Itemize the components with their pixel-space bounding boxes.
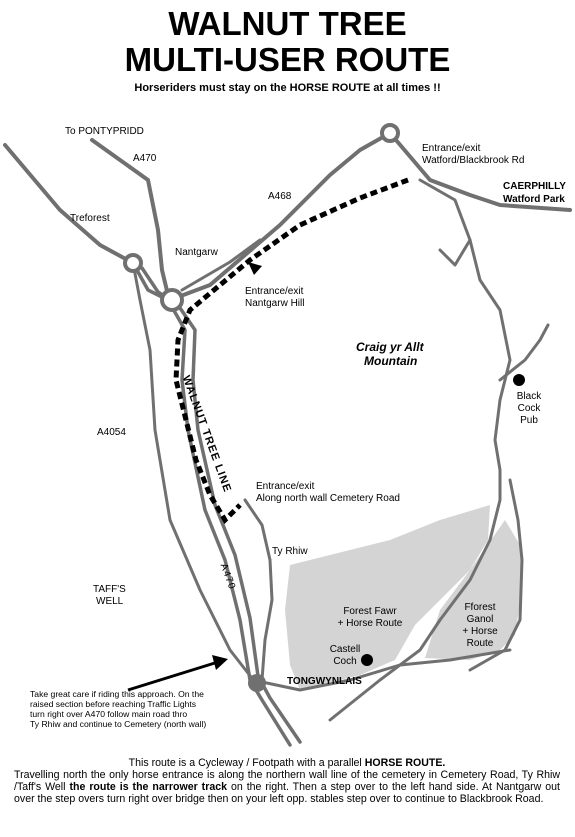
label-fforest: Fforest	[464, 602, 496, 613]
label-caerphilly: CAERPHILLY	[503, 181, 566, 192]
label-entrance-cemetery-1: Entrance/exit	[256, 481, 315, 492]
note-line-3: turn right over A470 follow main road th…	[30, 709, 188, 719]
walnut-tree-line-route	[173, 177, 409, 525]
eastern-road-2	[438, 238, 472, 267]
fforest-road	[468, 478, 524, 672]
ty-rhiw-road	[243, 498, 274, 682]
label-pub: Pub	[520, 415, 538, 426]
footer-description: This route is a Cycleway / Footpath with…	[14, 757, 560, 805]
label-a4054: A4054	[97, 427, 126, 438]
label-ty-rhiw: Ty Rhiw	[272, 546, 308, 557]
a470-north-road	[90, 138, 170, 297]
label-fforest-horse: + Horse	[462, 626, 498, 637]
label-well: WELL	[96, 596, 124, 607]
nantgarw-arrow-head	[248, 262, 262, 275]
label-fforest-route: Route	[466, 638, 494, 649]
nantgarw-link-road	[180, 238, 262, 292]
footer-text-c: on the right. Then a step over to the le…	[14, 781, 560, 805]
subtitle: Horseriders must stay on the HORSE ROUTE…	[134, 82, 441, 94]
label-entrance-watford-2: Watford/Blackbrook Rd	[422, 155, 525, 166]
tongwynlais-roundabout	[248, 674, 266, 692]
label-a470-top: A470	[133, 153, 157, 164]
title-line-2: MULTI-USER ROUTE	[124, 41, 451, 78]
note-pointer-arrow	[127, 660, 219, 692]
footer-horse-route-bold: HORSE ROUTE.	[364, 757, 446, 769]
footer-line-1-text: This route is a Cycleway / Footpath with…	[128, 757, 365, 769]
label-nantgarw: Nantgarw	[175, 247, 218, 258]
note-line-2: raised section before reaching Traffic L…	[30, 699, 197, 709]
label-entrance-cemetery-2: Along north wall Cemetery Road	[256, 493, 400, 504]
label-to-pontypridd: To PONTYPRIDD	[65, 126, 144, 137]
label-watford-park: Watford Park	[503, 194, 565, 205]
label-entrance-watford-1: Entrance/exit	[422, 143, 481, 154]
label-tongwynlais: TONGWYNLAIS	[287, 676, 362, 687]
forest-fawr-area	[285, 505, 490, 690]
footer-line-1: This route is a Cycleway / Footpath with…	[14, 757, 560, 769]
nantgarw-roundabout	[160, 288, 184, 312]
treforest-road	[3, 143, 135, 265]
label-craig-yr-allt: Craig yr Allt	[356, 340, 424, 354]
a468-road	[168, 131, 572, 302]
footer-text-bold: the route is the narrower track	[69, 781, 227, 793]
label-castell: Castell	[329, 644, 361, 655]
label-black: Black	[516, 391, 542, 402]
treforest-roundabout	[123, 253, 143, 273]
eastern-road	[328, 178, 512, 722]
label-forest-fawr: Forest Fawr	[343, 606, 397, 617]
black-cock-road	[498, 323, 550, 382]
label-a468: A468	[268, 191, 292, 202]
label-mountain: Mountain	[364, 354, 418, 368]
footer-text-a: Travelling north the only horse entrance…	[14, 769, 560, 793]
label-treforest: Treforest	[70, 213, 110, 224]
label-entrance-nantgarw-2: Nantgarw Hill	[245, 298, 305, 309]
castell-coch-marker	[361, 654, 373, 666]
approach-warning-note: Take great care if riding this approach.…	[30, 689, 250, 729]
title-line-1: WALNUT TREE	[168, 5, 407, 42]
label-coch: Coch	[333, 656, 357, 667]
watford-roundabout	[380, 123, 400, 143]
black-cock-pub-marker	[513, 374, 525, 386]
note-line-4: Ty Rhiw and continue to Cemetery (north …	[30, 719, 207, 729]
label-cock: Cock	[517, 403, 541, 414]
label-forest-fawr-horse: + Horse Route	[337, 618, 403, 629]
tongwynlais-road	[260, 648, 512, 692]
label-entrance-nantgarw-1: Entrance/exit	[245, 286, 304, 297]
a4054-road	[131, 261, 257, 684]
note-line-1: Take great care if riding this approach.…	[30, 689, 204, 699]
label-ganol: Ganol	[466, 614, 494, 625]
a470-main-road-b	[140, 266, 302, 744]
fforest-ganol-area	[425, 520, 522, 660]
note-pointer-head	[212, 655, 228, 670]
label-taffs: TAFF'S	[93, 584, 126, 595]
